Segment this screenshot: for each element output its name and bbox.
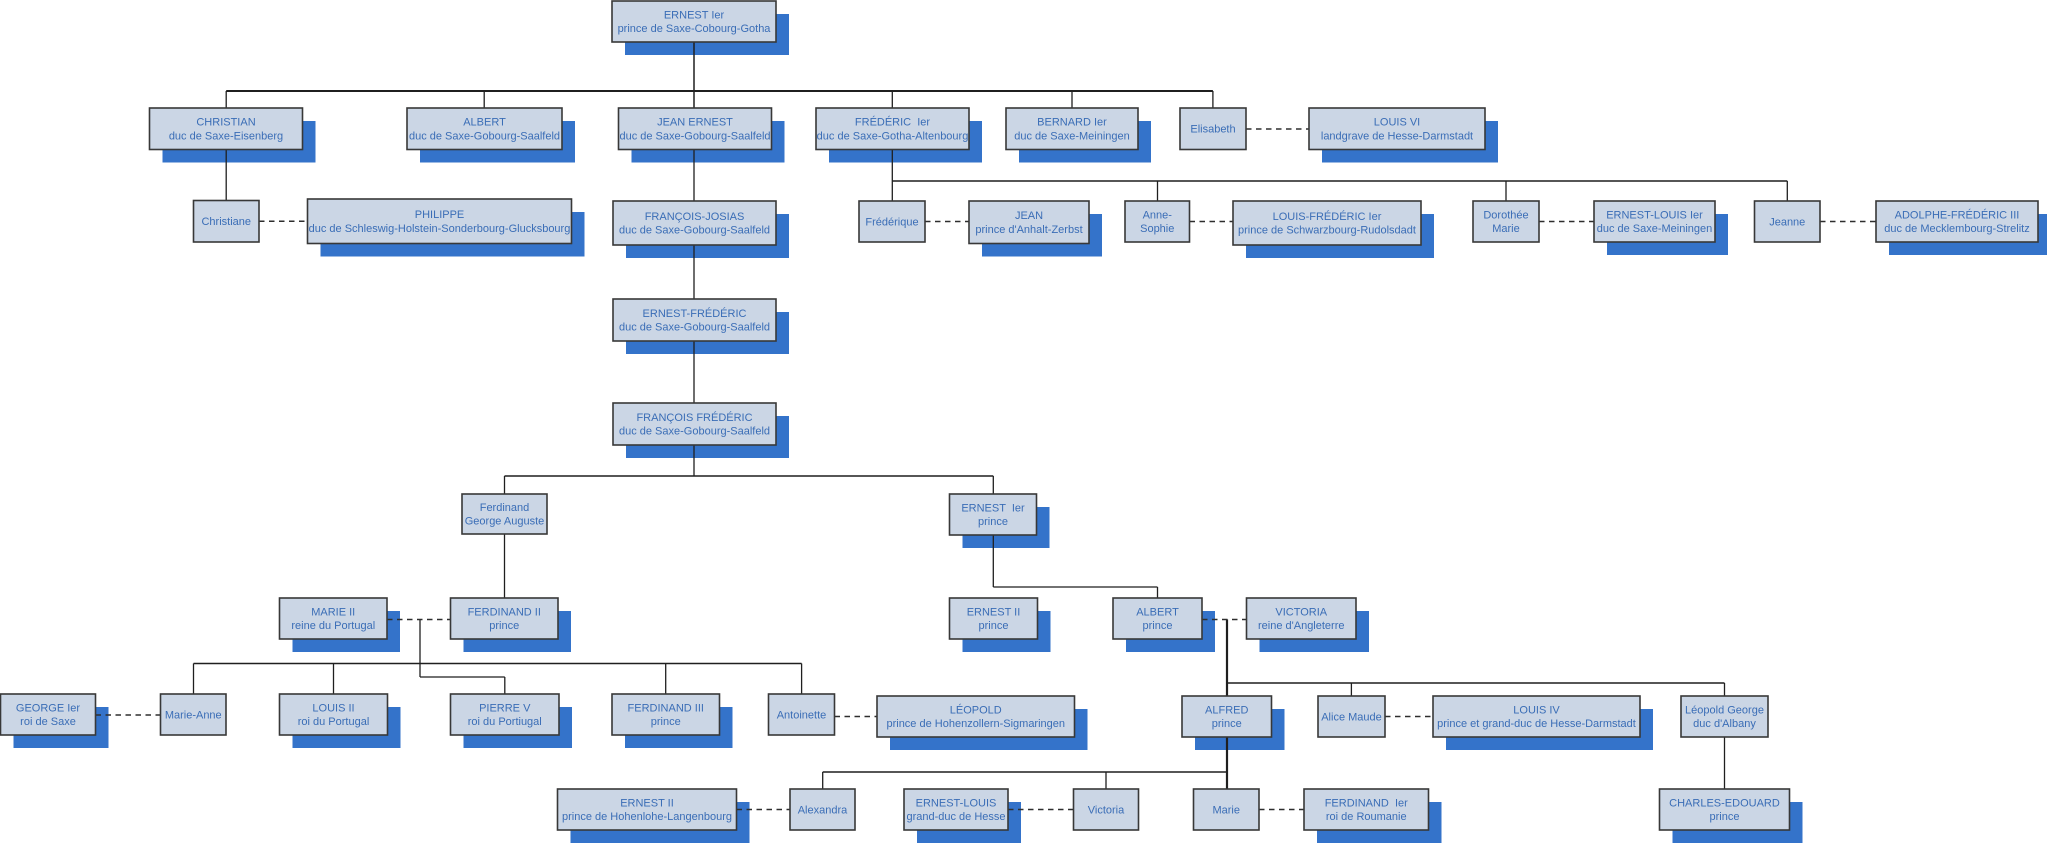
svg-text:reine du Portugal: reine du Portugal xyxy=(291,620,375,632)
svg-text:prince d'Anhalt-Zerbst: prince d'Anhalt-Zerbst xyxy=(975,224,1082,236)
svg-text:LOUIS IV: LOUIS IV xyxy=(1513,704,1560,716)
svg-text:Marie: Marie xyxy=(1492,223,1520,235)
svg-text:ERNEST II: ERNEST II xyxy=(620,797,674,809)
svg-text:PHILIPPE: PHILIPPE xyxy=(415,209,465,221)
svg-text:ALBERT: ALBERT xyxy=(463,117,506,129)
svg-text:LOUIS II: LOUIS II xyxy=(312,702,354,714)
svg-text:ERNEST Ier: ERNEST Ier xyxy=(664,9,725,21)
svg-text:Sophie: Sophie xyxy=(1140,223,1174,235)
svg-text:duc de Schleswig-Holstein-Sond: duc de Schleswig-Holstein-Sonderbourg-Gl… xyxy=(309,223,571,235)
svg-text:CHARLES-EDOUARD: CHARLES-EDOUARD xyxy=(1669,797,1780,809)
svg-text:duc de Saxe-Gobourg-Saalfeld: duc de Saxe-Gobourg-Saalfeld xyxy=(619,130,770,142)
svg-text:roi du Portugal: roi du Portugal xyxy=(298,716,370,728)
svg-text:LOUIS VI: LOUIS VI xyxy=(1374,117,1420,129)
svg-text:Victoria: Victoria xyxy=(1088,804,1125,816)
svg-text:duc de Saxe-Gobourg-Saalfeld: duc de Saxe-Gobourg-Saalfeld xyxy=(619,426,770,438)
svg-text:ERNEST-LOUIS Ier: ERNEST-LOUIS Ier xyxy=(1606,209,1703,221)
svg-text:grand-duc de Hesse: grand-duc de Hesse xyxy=(906,811,1005,823)
svg-text:FERDINAND Ier: FERDINAND Ier xyxy=(1325,797,1408,809)
svg-text:duc de Saxe-Meiningen: duc de Saxe-Meiningen xyxy=(1597,223,1713,235)
svg-text:BERNARD Ier: BERNARD Ier xyxy=(1037,117,1107,129)
svg-text:CHRISTIAN: CHRISTIAN xyxy=(196,117,255,129)
svg-text:duc de Saxe-Eisenberg: duc de Saxe-Eisenberg xyxy=(169,130,283,142)
svg-text:reine d'Angleterre: reine d'Angleterre xyxy=(1258,620,1345,632)
svg-text:Jeanne: Jeanne xyxy=(1769,216,1805,228)
svg-text:prince et grand-duc de Hesse-D: prince et grand-duc de Hesse-Darmstadt xyxy=(1437,718,1636,730)
svg-text:prince: prince xyxy=(651,716,681,728)
svg-text:FRÉDÉRIC Ier: FRÉDÉRIC Ier xyxy=(855,116,931,129)
svg-text:duc de Saxe-Gobourg-Saalfeld: duc de Saxe-Gobourg-Saalfeld xyxy=(619,225,770,237)
svg-text:ALBERT: ALBERT xyxy=(1136,606,1179,618)
svg-text:landgrave de Hesse-Darmstadt: landgrave de Hesse-Darmstadt xyxy=(1321,130,1473,142)
svg-text:Elisabeth: Elisabeth xyxy=(1190,124,1235,136)
svg-text:ADOLPHE-FRÉDÉRIC III: ADOLPHE-FRÉDÉRIC III xyxy=(1895,208,2020,221)
svg-text:FRANÇOIS FRÉDÉRIC: FRANÇOIS FRÉDÉRIC xyxy=(636,411,752,424)
svg-text:LÉOPOLD: LÉOPOLD xyxy=(950,703,1002,716)
svg-text:Christiane: Christiane xyxy=(201,216,251,228)
svg-text:ERNEST-FRÉDÉRIC: ERNEST-FRÉDÉRIC xyxy=(643,307,747,320)
svg-text:Dorothée: Dorothée xyxy=(1483,209,1528,221)
svg-text:duc de Saxe-Gotha-Altenbourg: duc de Saxe-Gotha-Altenbourg xyxy=(817,130,969,142)
svg-text:duc de Mecklembourg-Strelitz: duc de Mecklembourg-Strelitz xyxy=(1884,223,2030,235)
svg-text:Anne-: Anne- xyxy=(1143,209,1173,221)
svg-text:Alice Maude: Alice Maude xyxy=(1321,711,1382,723)
svg-text:prince: prince xyxy=(979,620,1009,632)
svg-text:Frédérique: Frédérique xyxy=(865,216,918,228)
svg-text:FRANÇOIS-JOSIAS: FRANÇOIS-JOSIAS xyxy=(645,211,745,223)
svg-text:Marie-Anne: Marie-Anne xyxy=(165,709,222,721)
svg-text:PIERRE V: PIERRE V xyxy=(479,702,531,714)
svg-text:FERDINAND III: FERDINAND III xyxy=(628,702,704,714)
svg-text:ERNEST-LOUIS: ERNEST-LOUIS xyxy=(916,797,997,809)
svg-text:roi de Roumanie: roi de Roumanie xyxy=(1326,811,1407,823)
svg-text:LOUIS-FRÉDÉRIC Ier: LOUIS-FRÉDÉRIC Ier xyxy=(1273,210,1382,223)
svg-text:duc de Saxe-Meiningen: duc de Saxe-Meiningen xyxy=(1014,130,1130,142)
svg-text:duc de Saxe-Gobourg-Saalfeld: duc de Saxe-Gobourg-Saalfeld xyxy=(409,130,560,142)
svg-text:prince de Hohenlohe-Langenbour: prince de Hohenlohe-Langenbourg xyxy=(562,811,732,823)
svg-text:Alexandra: Alexandra xyxy=(798,804,848,816)
svg-text:Marie: Marie xyxy=(1212,804,1240,816)
svg-text:prince de Schwarzbourg-Rudolsd: prince de Schwarzbourg-Rudolsdadt xyxy=(1238,225,1416,237)
svg-text:ALFRED: ALFRED xyxy=(1205,704,1248,716)
svg-text:duc de Saxe-Gobourg-Saalfeld: duc de Saxe-Gobourg-Saalfeld xyxy=(619,322,770,334)
svg-text:prince: prince xyxy=(1212,718,1242,730)
svg-text:prince: prince xyxy=(1710,811,1740,823)
svg-text:JEAN: JEAN xyxy=(1015,210,1043,222)
svg-text:roi du Portiugal: roi du Portiugal xyxy=(468,716,542,728)
svg-text:Léopold George: Léopold George xyxy=(1685,704,1764,716)
svg-text:VICTORIA: VICTORIA xyxy=(1275,606,1327,618)
svg-text:prince de Saxe-Cobourg-Gotha: prince de Saxe-Cobourg-Gotha xyxy=(618,23,772,35)
svg-text:roi de Saxe: roi de Saxe xyxy=(20,716,76,728)
svg-text:Antoinette: Antoinette xyxy=(777,709,827,721)
svg-text:ERNEST II: ERNEST II xyxy=(967,606,1021,618)
svg-text:FERDINAND II: FERDINAND II xyxy=(468,606,541,618)
svg-text:prince: prince xyxy=(978,516,1008,528)
svg-text:ERNEST Ier: ERNEST Ier xyxy=(961,502,1025,514)
svg-text:George Auguste: George Auguste xyxy=(465,516,545,528)
svg-text:prince: prince xyxy=(1143,620,1173,632)
svg-text:MARIE II: MARIE II xyxy=(311,606,355,618)
svg-text:JEAN ERNEST: JEAN ERNEST xyxy=(657,117,733,129)
svg-text:GEORGE Ier: GEORGE Ier xyxy=(16,702,81,714)
svg-text:prince: prince xyxy=(489,620,519,632)
svg-text:duc d'Albany: duc d'Albany xyxy=(1693,718,1756,730)
svg-text:Ferdinand: Ferdinand xyxy=(480,502,530,514)
svg-text:prince de Hohenzollern-Sigmari: prince de Hohenzollern-Sigmaringen xyxy=(886,718,1065,730)
